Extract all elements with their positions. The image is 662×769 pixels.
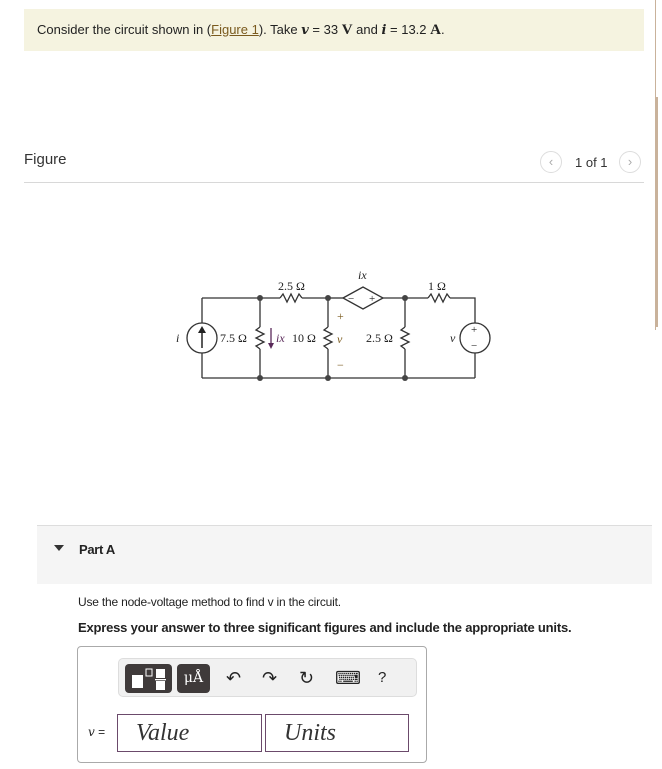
chevron-right-icon: ›: [627, 154, 633, 169]
r-mid-label: 10 Ω: [292, 331, 316, 345]
divider: [24, 182, 644, 183]
variable-label: v =: [88, 725, 106, 739]
figure-link[interactable]: Figure 1: [211, 22, 259, 37]
templates-button[interactable]: [125, 664, 172, 693]
redo-icon[interactable]: ↷: [262, 668, 278, 688]
answer-box: μÅ ↶ ↷ ↻ ⌨ ? v = Value Units: [77, 646, 427, 763]
instruction: Use the node-voltage method to find v in…: [78, 595, 341, 609]
units-button[interactable]: μÅ: [177, 664, 210, 693]
chevron-left-icon: ‹: [548, 154, 554, 169]
svg-text:+: +: [369, 293, 375, 305]
prev-figure-button[interactable]: ‹: [540, 151, 562, 173]
problem-text: Consider the circuit shown in (Figure 1)…: [37, 22, 445, 38]
r-left-label: 7.5 Ω: [220, 331, 247, 345]
help-button[interactable]: ?: [378, 669, 387, 686]
circuit-diagram: i 7.5 Ω 2.5 Ω ix 10 Ω + v − ix − + 2.5 Ω…: [176, 268, 491, 381]
v-label: v: [337, 332, 343, 346]
templates-icon: [132, 668, 166, 690]
part-a-header[interactable]: Part A: [37, 525, 652, 584]
ix-label: ix: [276, 331, 285, 345]
svg-text:−: −: [471, 340, 477, 352]
r-right-label: 2.5 Ω: [366, 331, 393, 345]
keyboard-icon[interactable]: ⌨: [335, 668, 361, 688]
units-input[interactable]: Units: [265, 714, 409, 752]
scrollbar-track[interactable]: [655, 0, 656, 330]
next-figure-button[interactable]: ›: [619, 151, 641, 173]
svg-text:+: +: [471, 324, 477, 336]
undo-icon[interactable]: ↶: [226, 668, 242, 688]
vsrc-label: v: [450, 331, 456, 345]
collapse-triangle-icon[interactable]: [54, 545, 64, 551]
part-title: Part A: [79, 542, 116, 557]
value-input[interactable]: Value: [117, 714, 262, 752]
instruction-bold: Express your answer to three significant…: [78, 620, 572, 635]
svg-text:+: +: [337, 309, 344, 323]
math-toolbar: μÅ ↶ ↷ ↻ ⌨ ?: [118, 658, 417, 697]
reset-icon[interactable]: ↻: [299, 668, 315, 688]
scrollbar-thumb[interactable]: [656, 97, 658, 327]
svg-text:−: −: [337, 358, 344, 372]
r-top-right-label: 1 Ω: [428, 279, 446, 293]
svg-text:−: −: [348, 293, 354, 305]
figure-heading: Figure: [24, 151, 67, 168]
dep-source-label: ix: [358, 268, 367, 282]
source-current-label: i: [176, 331, 179, 345]
r1-label: 2.5 Ω: [278, 279, 305, 293]
problem-statement: Consider the circuit shown in (Figure 1)…: [24, 9, 644, 51]
figure-pager: 1 of 1: [575, 155, 608, 170]
